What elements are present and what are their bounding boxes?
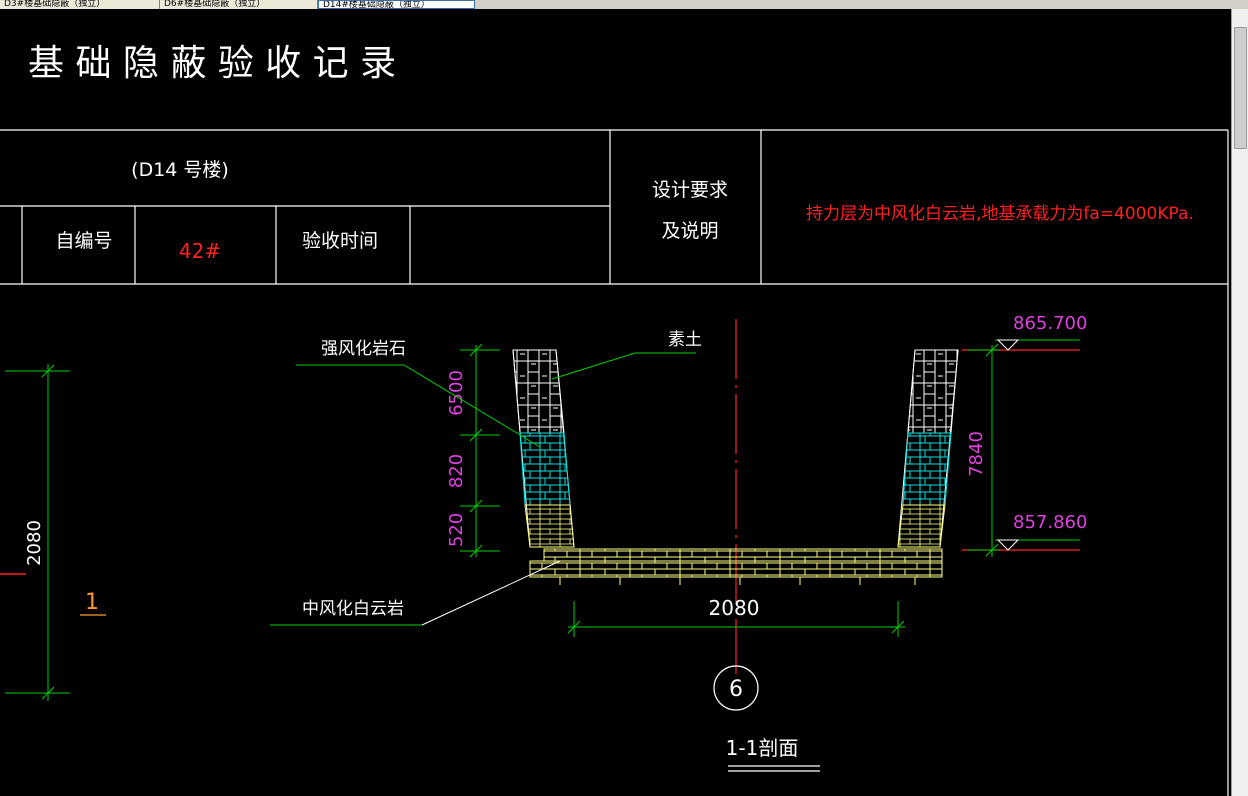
right-elevations xyxy=(962,339,1080,557)
inspection-time-label: 验收时间 xyxy=(302,230,378,252)
bottom-width-dimension xyxy=(567,601,905,637)
dim-520: 520 xyxy=(446,513,467,547)
record-title: 基 础 隐 蔽 验 收 记 录 xyxy=(28,43,396,84)
record-table xyxy=(0,129,1229,796)
left-mark: 1 xyxy=(85,590,99,615)
scrollbar-thumb[interactable] xyxy=(1234,27,1247,149)
tab-d6[interactable]: D6#楼基础隐蔽（独立） xyxy=(160,0,318,9)
left-wall-dimensions xyxy=(460,343,500,558)
left-wall xyxy=(512,349,575,548)
label-strong-weathered-rock: 强风化岩石 xyxy=(321,339,406,359)
detail-circle-number: 6 xyxy=(729,677,743,702)
right-wall xyxy=(897,349,959,548)
self-number-label: 自编号 xyxy=(55,230,112,252)
tab-d14[interactable]: D14#楼基础隐蔽（独立） xyxy=(318,0,475,9)
drawing-tab-bar: D3#楼基础隐蔽（独立） D6#楼基础隐蔽（独立） D14#楼基础隐蔽（独立） xyxy=(0,0,1248,9)
self-number-value: 42# xyxy=(179,239,221,263)
tab-d3[interactable]: D3#楼基础隐蔽（独立） xyxy=(0,0,160,9)
vertical-scrollbar[interactable] xyxy=(1231,9,1248,796)
elevation-bottom: 857.860 xyxy=(1013,512,1087,533)
design-requirement-text: 持力层为中风化白云岩,地基承载力为fa=4000KPa. xyxy=(806,204,1194,224)
leader-plain-fill xyxy=(551,352,696,380)
dim-7840: 7840 xyxy=(966,431,987,477)
section-title: 1-1剖面 xyxy=(726,736,799,760)
detail-circle xyxy=(713,665,759,711)
elevation-top: 865.700 xyxy=(1013,313,1087,334)
leader-medium-weathered xyxy=(421,560,561,626)
building-number: (D14 号楼) xyxy=(131,159,229,181)
left-dimension-text: 2080 xyxy=(24,520,45,566)
leader-strong-weathered xyxy=(296,364,541,448)
label-medium-weathered-dolomite: 中风化白云岩 xyxy=(302,599,404,619)
left-dimension xyxy=(5,364,70,701)
design-label-line2: 及说明 xyxy=(661,220,718,242)
foundation-slab xyxy=(529,548,943,585)
design-label-line1: 设计要求 xyxy=(652,179,728,201)
cad-drawing-canvas[interactable]: 基 础 隐 蔽 验 收 记 录 (D14 号楼) 自编号 42# 验收时间 设计… xyxy=(0,9,1232,796)
width-dimension: 2080 xyxy=(709,596,760,620)
dim-6500: 6500 xyxy=(446,370,467,416)
dim-820: 820 xyxy=(446,454,467,488)
label-plain-fill: 素土 xyxy=(668,330,702,350)
